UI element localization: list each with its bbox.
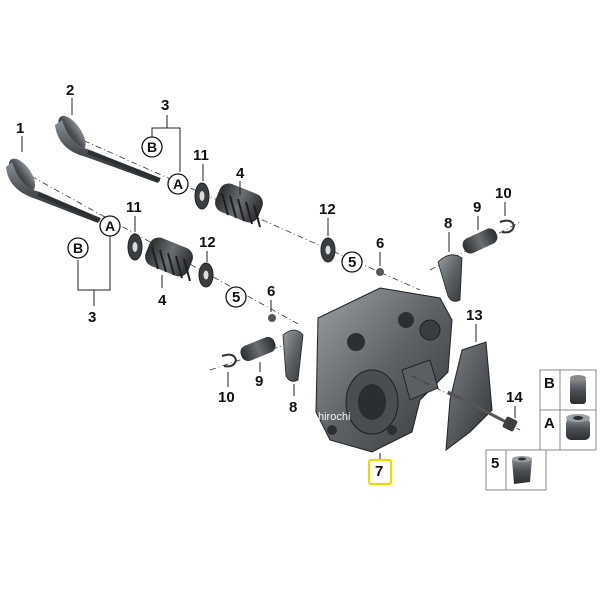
callout-6-top: 6	[376, 235, 384, 252]
circle-5-bottom	[225, 286, 247, 308]
callout-6-bottom: 6	[267, 283, 275, 300]
valve-guide	[268, 314, 276, 322]
sleeve-icon	[570, 378, 586, 404]
highlight-box	[367, 458, 393, 486]
circle-a-top	[167, 173, 189, 195]
valve-assembly-bottom	[6, 158, 301, 326]
collet-icon	[512, 456, 532, 484]
circle-5-top	[341, 251, 363, 273]
callout-14: 14	[506, 389, 523, 406]
bolt	[447, 390, 518, 432]
callout-3-top: 3	[161, 97, 169, 114]
callout-2: 2	[66, 82, 74, 99]
callout-11-top: 11	[193, 147, 209, 164]
svg-text:A: A	[173, 176, 183, 192]
callout-10-bottom: 10	[218, 389, 235, 406]
callout-12-top: 12	[319, 201, 336, 218]
rocker-arm	[437, 254, 463, 302]
rocker-top	[429, 219, 521, 302]
callout-7: 7	[375, 463, 383, 480]
rocker-arm	[282, 329, 304, 382]
svg-text:B: B	[73, 240, 83, 256]
valve-spring	[145, 237, 193, 282]
callouts: 1 2 3 3 4 4 5 5 6 6 7 8 8 9 9 10 10	[16, 82, 523, 480]
valve-spring	[215, 183, 263, 228]
watermark: hirochi	[318, 411, 350, 423]
intake-valve	[55, 115, 161, 183]
legend: B A 5	[485, 369, 597, 491]
callout-8-top: 8	[444, 215, 452, 232]
callout-12-bottom: 12	[199, 234, 216, 251]
valve-assembly-top	[55, 115, 421, 291]
callout-1: 1	[16, 120, 24, 137]
circle-a-bottom	[99, 215, 121, 237]
callout-9-bottom: 9	[255, 373, 263, 390]
callout-4-top: 4	[236, 165, 245, 182]
callout-11-bottom: 11	[126, 199, 142, 216]
callout-9-top: 9	[473, 199, 481, 216]
circle-b-bottom	[67, 237, 89, 259]
svg-text:A: A	[105, 218, 115, 234]
callout-8-bottom: 8	[289, 399, 297, 416]
svg-text:5: 5	[232, 289, 240, 306]
circlip	[221, 353, 238, 368]
cylinder-head: hirochi	[315, 287, 521, 453]
svg-text:5: 5	[348, 254, 356, 271]
circle-b-top	[141, 136, 163, 158]
valve-guide	[376, 268, 384, 276]
circlip	[499, 219, 516, 234]
timing-cover	[445, 341, 493, 452]
callout-10-top: 10	[495, 185, 512, 202]
legend-a: A	[544, 415, 555, 432]
callout-3-bottom: 3	[88, 309, 96, 326]
callout-13: 13	[466, 307, 483, 324]
legend-5: 5	[491, 455, 499, 472]
seal-icon	[566, 414, 590, 440]
legend-b: B	[544, 375, 555, 392]
callout-4-bottom: 4	[158, 292, 167, 309]
rocker-bottom	[209, 329, 304, 382]
svg-text:B: B	[147, 139, 157, 155]
exhaust-valve	[6, 158, 101, 223]
